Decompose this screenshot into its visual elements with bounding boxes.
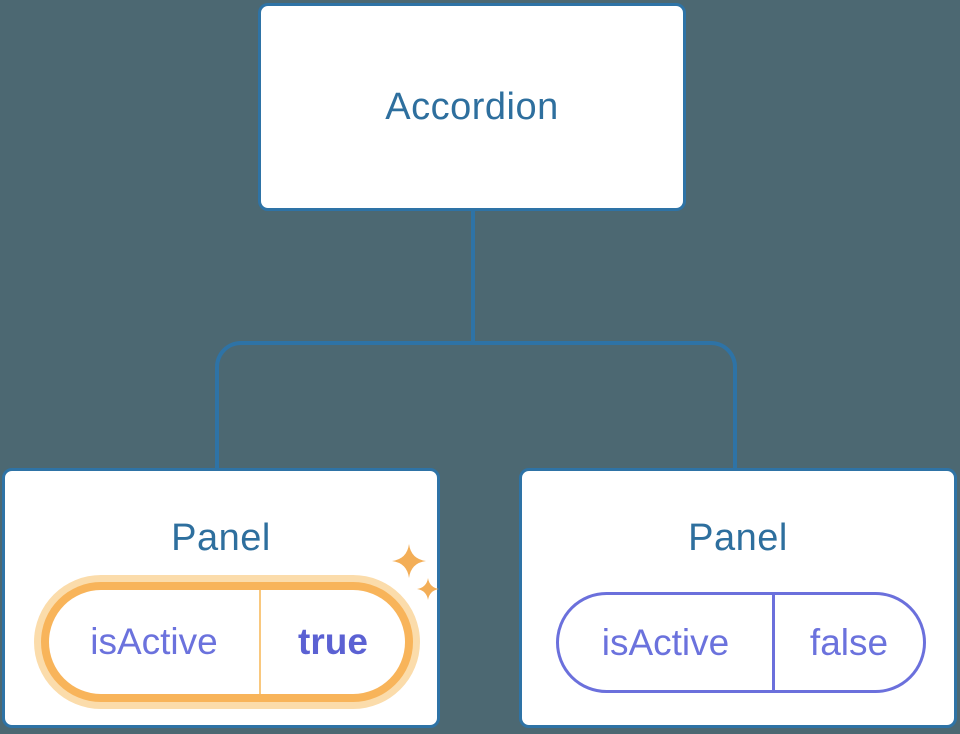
panel-node-active: Panel isActive true: [2, 468, 440, 728]
panel-title: Panel: [688, 517, 788, 559]
accordion-node: Accordion: [258, 3, 686, 211]
state-name-label: isActive: [601, 621, 730, 663]
state-value-cell: false: [775, 595, 923, 690]
state-pill-active-halo: isActive true: [34, 575, 420, 709]
state-name-label: isActive: [90, 621, 218, 662]
state-pill-active-ring: isActive true: [41, 582, 413, 702]
state-pill-active: isActive true: [49, 590, 405, 694]
connector-bracket: [215, 341, 737, 469]
state-value-label: false: [809, 621, 889, 663]
state-name-cell: isActive: [49, 590, 259, 694]
state-value-label: true: [298, 621, 368, 662]
state-pill-divider: [259, 590, 261, 694]
state-name-cell: isActive: [559, 595, 775, 690]
panel-title: Panel: [171, 517, 271, 559]
accordion-node-title: Accordion: [385, 85, 559, 128]
sparkles-icon: [392, 544, 439, 600]
connector-stem: [471, 209, 475, 345]
panel-node-inactive: Panel isActive false: [519, 468, 957, 728]
state-pill-inactive: isActive false: [556, 592, 926, 693]
state-value-cell: true: [261, 590, 405, 694]
